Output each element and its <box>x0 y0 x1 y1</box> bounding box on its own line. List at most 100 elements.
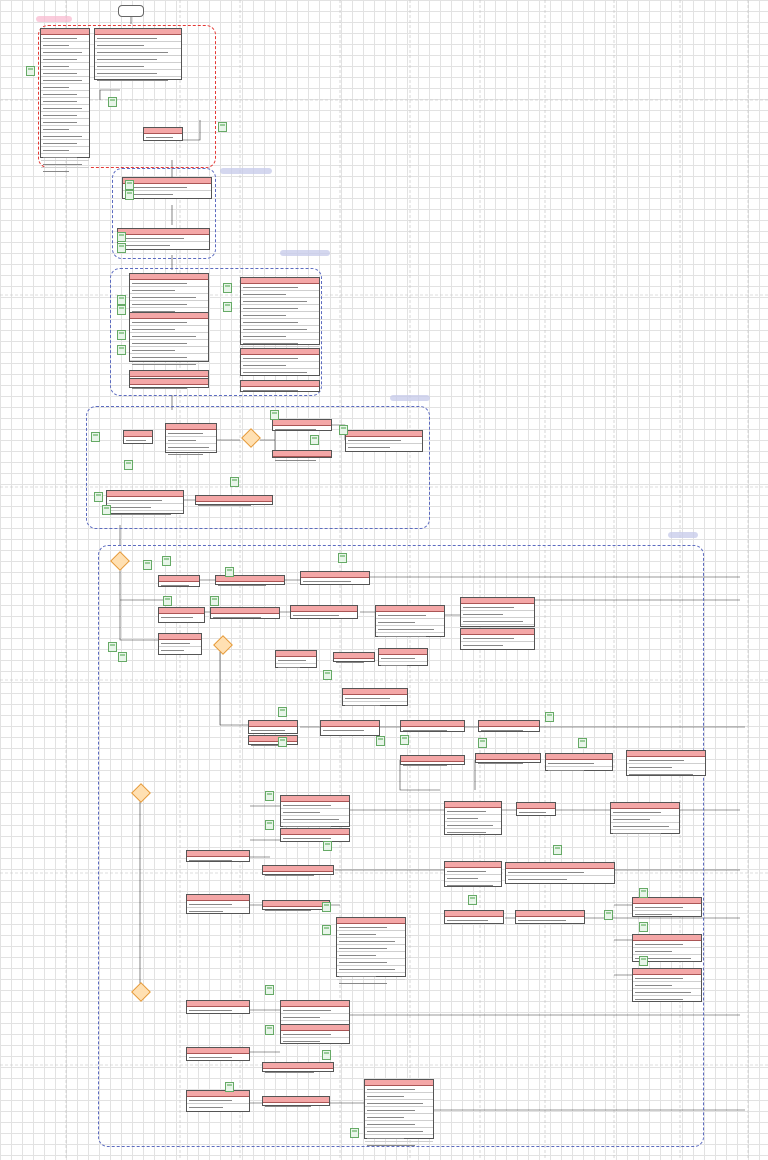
component-chip-icon[interactable] <box>278 707 287 717</box>
entity-table[interactable] <box>475 753 541 764</box>
component-chip-icon[interactable] <box>124 460 133 470</box>
entity-table[interactable] <box>186 1090 250 1112</box>
component-chip-icon[interactable] <box>350 1128 359 1138</box>
component-chip-icon[interactable] <box>117 330 126 340</box>
component-chip-icon[interactable] <box>639 888 648 898</box>
entity-table[interactable] <box>545 753 613 771</box>
component-chip-icon[interactable] <box>94 492 103 502</box>
component-chip-icon[interactable] <box>163 596 172 606</box>
entity-table[interactable] <box>143 127 183 141</box>
entity-table[interactable] <box>400 720 465 732</box>
component-chip-icon[interactable] <box>225 567 234 577</box>
component-chip-icon[interactable] <box>322 1050 331 1060</box>
component-chip-icon[interactable] <box>265 791 274 801</box>
entity-table[interactable] <box>262 865 334 876</box>
component-chip-icon[interactable] <box>117 305 126 315</box>
entity-table[interactable] <box>478 720 540 732</box>
entity-table[interactable] <box>117 228 210 250</box>
component-chip-icon[interactable] <box>108 642 117 652</box>
entity-table[interactable] <box>158 607 205 623</box>
entity-table[interactable] <box>444 861 502 887</box>
entity-table[interactable] <box>94 28 182 81</box>
entity-table[interactable] <box>515 910 585 924</box>
component-chip-icon[interactable] <box>265 1025 274 1035</box>
component-chip-icon[interactable] <box>639 922 648 932</box>
entity-table[interactable] <box>632 897 702 917</box>
component-chip-icon[interactable] <box>400 735 409 745</box>
component-chip-icon[interactable] <box>310 435 319 445</box>
entity-table[interactable] <box>272 450 332 461</box>
component-chip-icon[interactable] <box>117 243 126 253</box>
entity-table[interactable] <box>262 1062 334 1073</box>
entity-table[interactable] <box>195 495 273 506</box>
component-chip-icon[interactable] <box>578 738 587 748</box>
entity-table[interactable] <box>272 419 332 431</box>
entity-table[interactable] <box>40 28 90 172</box>
entity-table[interactable] <box>129 378 209 389</box>
component-chip-icon[interactable] <box>210 596 219 606</box>
component-chip-icon[interactable] <box>265 820 274 830</box>
component-chip-icon[interactable] <box>102 505 111 515</box>
entity-table[interactable] <box>262 1096 330 1107</box>
entity-table[interactable] <box>215 575 285 586</box>
entity-table[interactable] <box>106 490 184 515</box>
component-chip-icon[interactable] <box>322 925 331 935</box>
component-chip-icon[interactable] <box>478 738 487 748</box>
entity-table[interactable] <box>123 430 153 444</box>
entity-table[interactable] <box>516 802 556 816</box>
component-chip-icon[interactable] <box>323 670 332 680</box>
entity-table[interactable] <box>378 648 428 666</box>
entity-table[interactable] <box>342 688 408 706</box>
entity-table[interactable] <box>626 750 706 776</box>
entity-table[interactable] <box>186 1047 250 1061</box>
entity-table[interactable] <box>320 720 380 736</box>
entity-table[interactable] <box>158 575 200 587</box>
component-chip-icon[interactable] <box>322 902 331 912</box>
entity-table[interactable] <box>129 312 209 365</box>
component-chip-icon[interactable] <box>143 560 152 570</box>
component-chip-icon[interactable] <box>553 845 562 855</box>
entity-table[interactable] <box>345 430 423 452</box>
component-chip-icon[interactable] <box>218 122 227 132</box>
component-chip-icon[interactable] <box>26 66 35 76</box>
component-chip-icon[interactable] <box>338 553 347 563</box>
entity-table[interactable] <box>240 348 320 376</box>
component-chip-icon[interactable] <box>91 432 100 442</box>
entity-table[interactable] <box>632 968 702 1002</box>
component-chip-icon[interactable] <box>339 425 348 435</box>
component-chip-icon[interactable] <box>604 910 613 920</box>
entity-table[interactable] <box>240 380 320 392</box>
component-chip-icon[interactable] <box>223 283 232 293</box>
entity-table[interactable] <box>248 735 298 746</box>
entity-table[interactable] <box>248 720 298 734</box>
component-chip-icon[interactable] <box>265 985 274 995</box>
component-chip-icon[interactable] <box>117 232 126 242</box>
entity-table[interactable] <box>505 862 615 884</box>
entity-table[interactable] <box>460 597 535 629</box>
entity-table[interactable] <box>610 802 680 834</box>
component-chip-icon[interactable] <box>108 97 117 107</box>
component-chip-icon[interactable] <box>225 1082 234 1092</box>
entity-table[interactable] <box>300 571 370 585</box>
entity-table[interactable] <box>400 755 465 766</box>
entity-table[interactable] <box>280 828 350 842</box>
entity-table[interactable] <box>444 801 502 835</box>
component-chip-icon[interactable] <box>125 180 134 190</box>
component-chip-icon[interactable] <box>545 712 554 722</box>
component-chip-icon[interactable] <box>376 736 385 746</box>
component-chip-icon[interactable] <box>230 477 239 487</box>
entity-table[interactable] <box>186 894 250 914</box>
entity-table[interactable] <box>333 652 375 663</box>
entity-table[interactable] <box>336 917 406 984</box>
entity-table[interactable] <box>280 795 350 827</box>
component-chip-icon[interactable] <box>118 652 127 662</box>
entity-table[interactable] <box>262 900 330 911</box>
component-chip-icon[interactable] <box>117 295 126 305</box>
entity-table[interactable] <box>165 423 217 455</box>
entity-table[interactable] <box>280 1024 350 1044</box>
component-chip-icon[interactable] <box>125 190 134 200</box>
entity-table[interactable] <box>375 605 445 637</box>
component-chip-icon[interactable] <box>323 841 332 851</box>
entity-table[interactable] <box>444 910 504 924</box>
component-chip-icon[interactable] <box>278 737 287 747</box>
